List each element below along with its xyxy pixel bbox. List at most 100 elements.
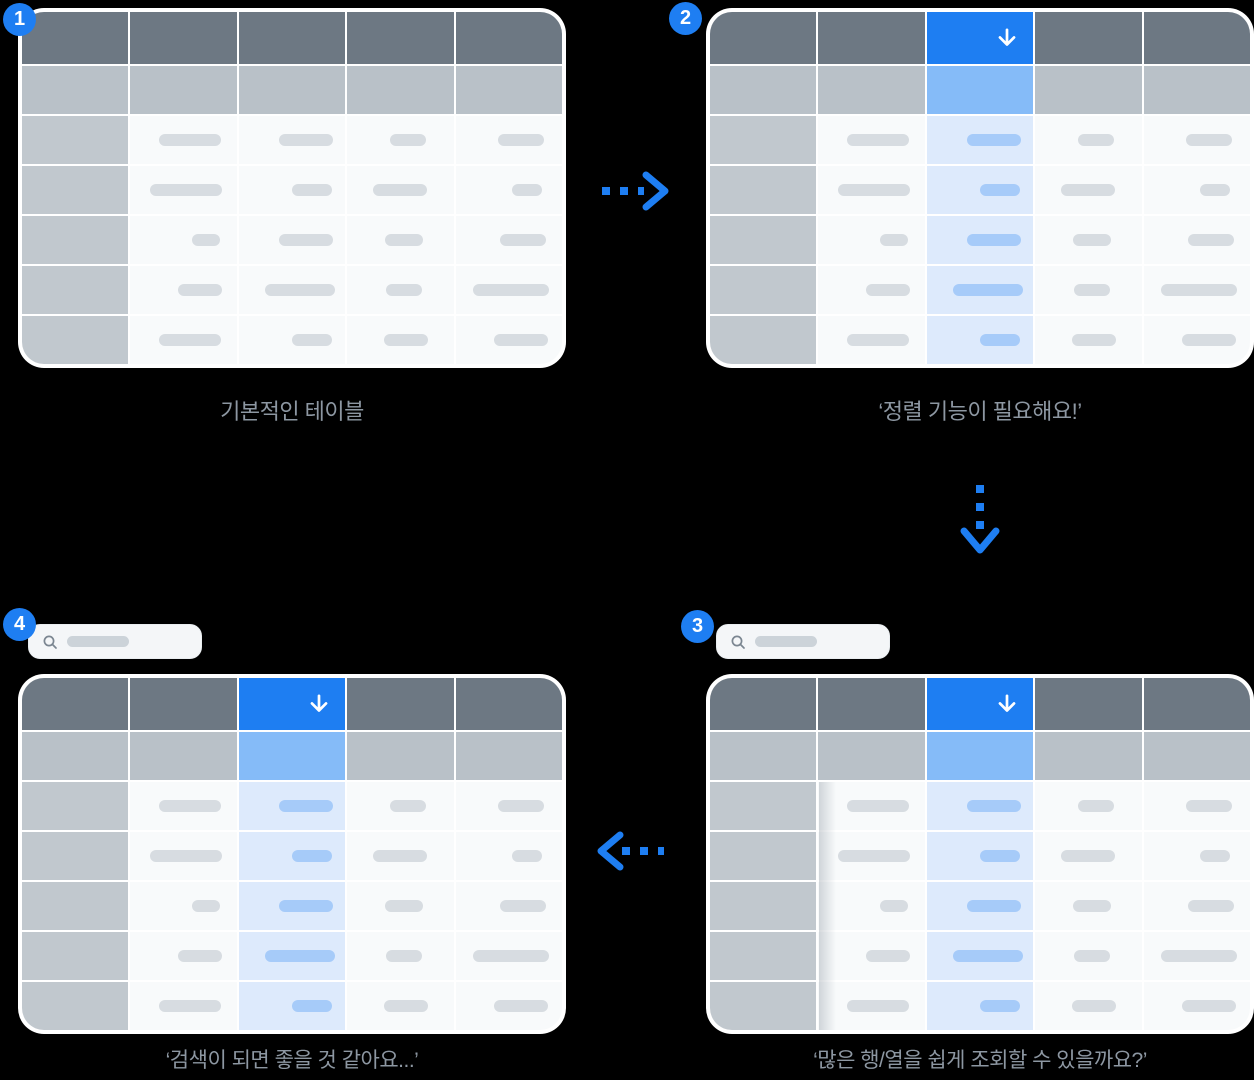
data-cell [926, 266, 1034, 314]
column-header-cell[interactable] [1143, 678, 1250, 730]
data-cell [347, 166, 454, 214]
data-cell [1035, 216, 1142, 264]
column-header-cell[interactable] [347, 678, 454, 730]
subheader-cell [1143, 732, 1250, 780]
step-2-caption: ‘정렬 기능이 필요해요!’ [878, 399, 1082, 424]
search-input[interactable] [716, 624, 890, 659]
data-cell [1143, 316, 1250, 364]
data-cell [130, 266, 237, 314]
subheader-cell [818, 732, 925, 780]
column-header-cell[interactable] [1035, 12, 1142, 64]
data-cell [818, 882, 925, 930]
subheader-cell [22, 66, 129, 114]
data-cell [818, 982, 925, 1030]
data-pill [386, 950, 423, 962]
column-header-cell[interactable] [130, 12, 237, 64]
data-pill [1187, 234, 1234, 246]
data-pill [1199, 184, 1230, 196]
data-pill [149, 184, 222, 196]
data-cell [130, 166, 237, 214]
column-header-cell[interactable] [130, 678, 237, 730]
data-cell [347, 316, 454, 364]
column-header-cell[interactable] [1143, 12, 1250, 64]
column-header-cell[interactable] [455, 12, 562, 64]
data-pill [865, 950, 910, 962]
data-cell [238, 982, 346, 1030]
data-pill [158, 334, 221, 346]
column-header-cell[interactable] [710, 12, 817, 64]
column-header-cell[interactable] [238, 12, 346, 64]
data-cell [926, 216, 1034, 264]
data-pill [511, 184, 542, 196]
data-cell [347, 982, 454, 1030]
sorted-column-header[interactable] [926, 678, 1034, 730]
row-header-cell [710, 316, 817, 364]
dotted-arrow-right-icon [598, 169, 674, 213]
data-pill [952, 284, 1023, 296]
data-cell [455, 116, 562, 164]
column-header-cell[interactable] [22, 12, 129, 64]
data-pill [511, 850, 542, 862]
data-pill [264, 284, 335, 296]
data-cell [347, 932, 454, 980]
data-cell [455, 832, 562, 880]
data-cell [455, 166, 562, 214]
data-pill [1199, 850, 1230, 862]
data-pill [499, 234, 546, 246]
data-cell [455, 266, 562, 314]
data-pill [1181, 1000, 1236, 1012]
data-pill [278, 234, 333, 246]
data-cell [926, 832, 1034, 880]
step-3-badge: 3 [681, 610, 714, 643]
data-cell [130, 116, 237, 164]
column-header-cell[interactable] [818, 678, 925, 730]
column-header-cell[interactable] [1035, 678, 1142, 730]
data-pill [1078, 800, 1115, 812]
data-cell [1143, 266, 1250, 314]
arrow-down-icon [998, 694, 1016, 712]
data-cell [347, 116, 454, 164]
subheader-cell [818, 66, 925, 114]
column-header-cell[interactable] [22, 678, 129, 730]
search-input[interactable] [28, 624, 202, 659]
sorted-column-header[interactable] [926, 12, 1034, 64]
data-cell [347, 266, 454, 314]
column-header-cell[interactable] [455, 678, 562, 730]
column-header-cell[interactable] [818, 12, 925, 64]
subheader-cell [22, 732, 129, 780]
data-pill [158, 1000, 221, 1012]
row-header-cell [710, 166, 817, 214]
subheader-cell [130, 66, 237, 114]
data-cell [130, 932, 237, 980]
data-pill [390, 134, 427, 146]
data-pill [1160, 950, 1237, 962]
table-mockup-basic [22, 12, 562, 364]
data-cell [1143, 216, 1250, 264]
data-cell [130, 782, 237, 830]
sorted-column-header[interactable] [238, 678, 346, 730]
data-pill [177, 950, 222, 962]
data-cell [1035, 882, 1142, 930]
subheader-cell [926, 732, 1034, 780]
column-header-cell[interactable] [347, 12, 454, 64]
data-pill [158, 134, 221, 146]
data-cell [1035, 932, 1142, 980]
step-2-badge: 2 [669, 2, 702, 35]
data-cell [818, 316, 925, 364]
data-cell [1035, 832, 1142, 880]
step-4-badge: 4 [3, 608, 36, 641]
data-cell [1143, 832, 1250, 880]
data-cell [455, 316, 562, 364]
data-cell [818, 832, 925, 880]
subheader-cell [1035, 732, 1142, 780]
data-pill [837, 850, 910, 862]
row-header-cell [22, 832, 129, 880]
step-4-caption: ‘검색이 되면 좋을 것 같아요...’ [165, 1049, 419, 1072]
row-header-cell [710, 932, 817, 980]
data-cell [818, 266, 925, 314]
column-header-cell[interactable] [710, 678, 817, 730]
arrow-down-icon [998, 28, 1016, 46]
data-pill [1074, 284, 1111, 296]
table-mockup-sorted [710, 12, 1250, 364]
data-pill [1185, 134, 1232, 146]
